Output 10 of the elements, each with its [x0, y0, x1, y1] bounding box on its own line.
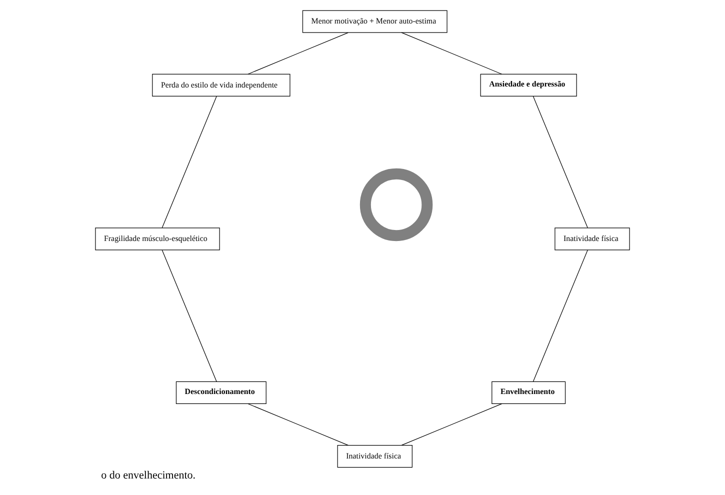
connector — [162, 250, 217, 382]
connector — [532, 250, 588, 382]
connector — [532, 96, 588, 228]
connector — [401, 32, 502, 74]
connector — [162, 96, 217, 228]
caption: o do envelhecimento. — [101, 470, 196, 482]
connector — [247, 32, 348, 75]
connector — [401, 403, 502, 446]
connector — [248, 403, 349, 446]
node-circle — [360, 168, 433, 242]
